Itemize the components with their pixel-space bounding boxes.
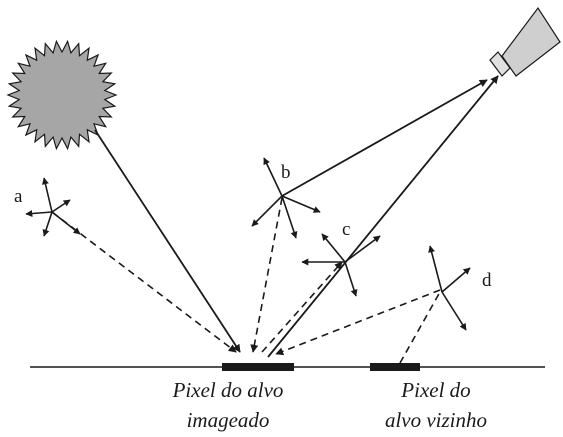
label-c: c [342,219,350,240]
scatter-d [430,246,470,330]
sensor-icon [490,8,560,76]
target-pixel [222,363,294,371]
target-caption-line2: imageado [187,408,270,432]
sun-icon [8,41,116,148]
scatter-c [302,234,380,296]
label-b: b [281,162,291,183]
neighbor-caption-line2: alvo vizinho [385,408,487,432]
neighbor-pixel [370,363,420,371]
target-to-c-ray [262,262,342,352]
d-to-target-ray [276,290,440,354]
neighbor-caption-line1: Pixel do [400,378,470,402]
target-to-sensor-ray [268,76,498,357]
scatter-a [26,178,80,236]
target-caption-line1: Pixel do alvo [172,378,284,402]
sun-to-target-ray [95,130,240,352]
label-a: a [14,186,23,207]
b-to-sensor-ray [282,80,487,196]
label-d: d [482,270,492,291]
dashed-rays [52,198,440,363]
solid-rays [95,76,498,357]
